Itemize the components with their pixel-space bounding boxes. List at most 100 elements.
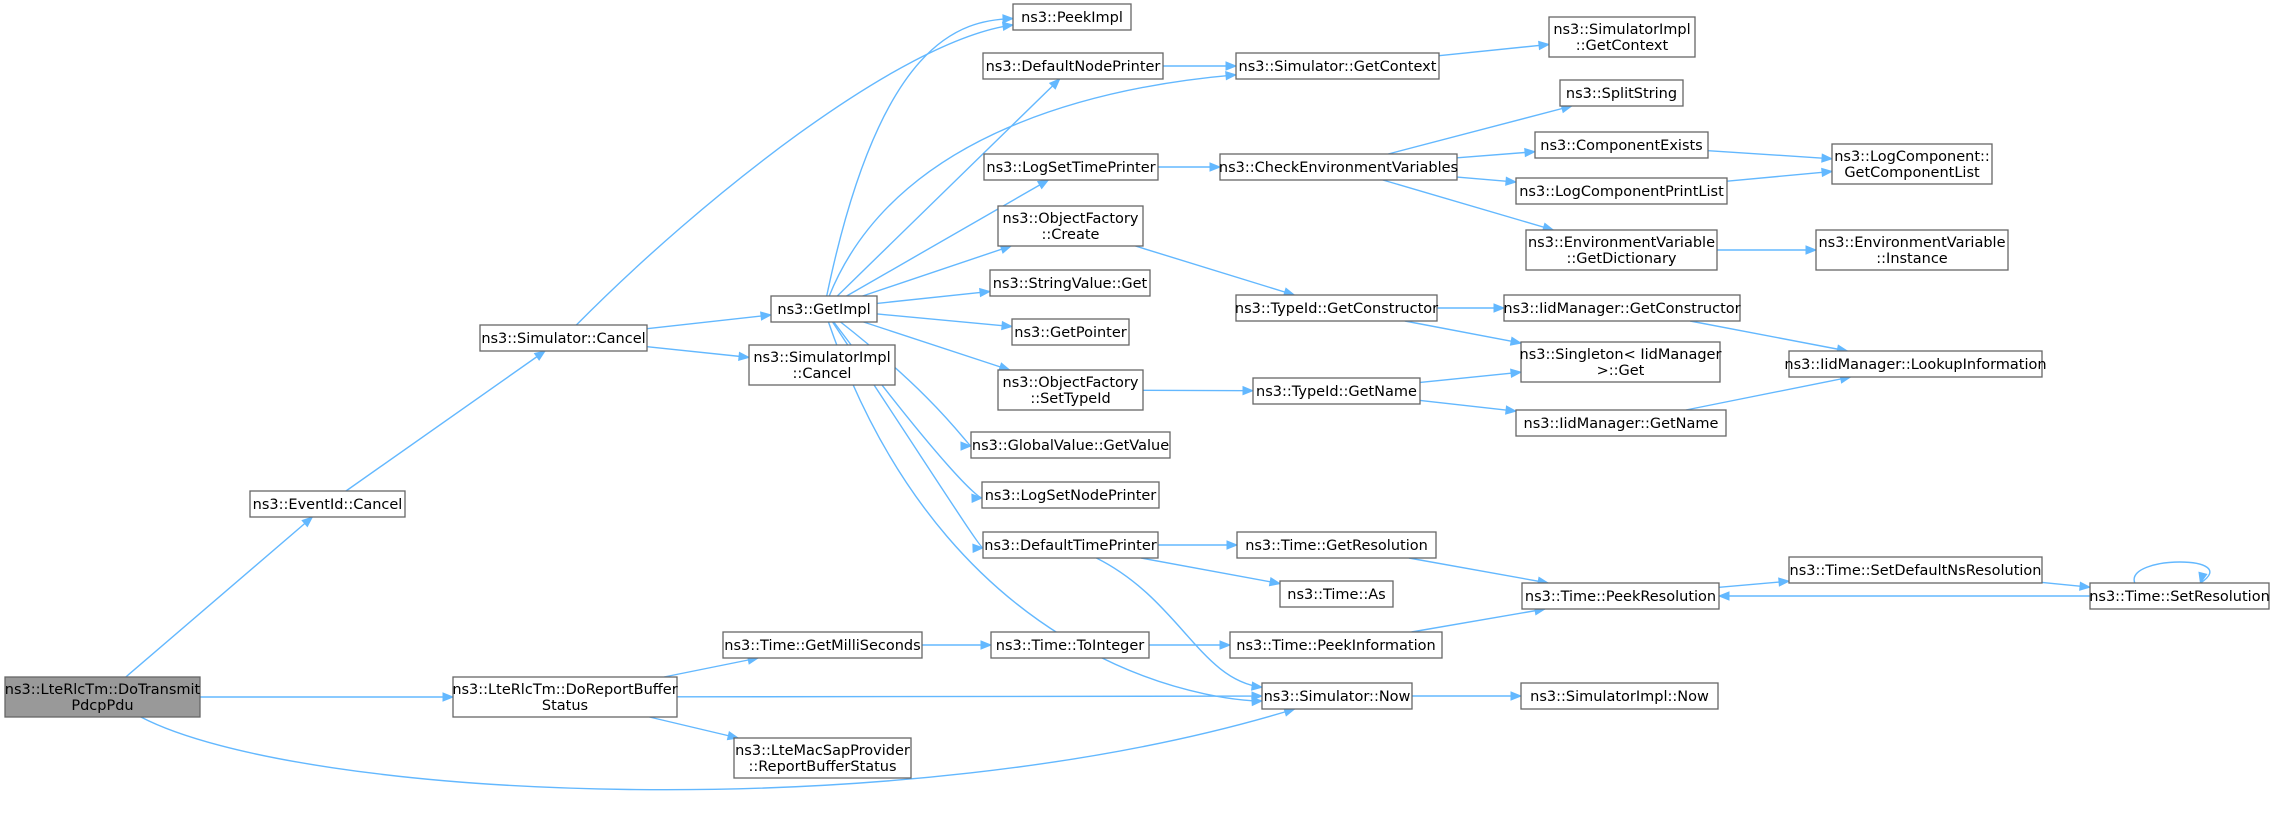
node-iidmgr_lookup[interactable]: ns3::IidManager::LookupInformation xyxy=(1784,350,2047,378)
node-envvar_getdict[interactable]: ns3::EnvironmentVariable::GetDictionary xyxy=(1525,229,1718,271)
node-checkenv[interactable]: ns3::CheckEnvironmentVariables xyxy=(1219,153,1458,181)
edge-line xyxy=(1140,557,1281,585)
edge-defnodeprinter-to-sim_getcontext xyxy=(1163,61,1238,71)
edge-time_getresolution-to-time_peekresolution xyxy=(1408,557,1550,586)
edge-logsettimeprinter-to-checkenv xyxy=(1158,162,1222,172)
node-label: ::GetDictionary xyxy=(1567,251,1677,267)
node-globalvalue_getvalue[interactable]: ns3::GlobalValue::GetValue xyxy=(970,431,1171,459)
node-iidmgr_getconstructor[interactable]: ns3::IidManager::GetConstructor xyxy=(1503,294,1741,322)
node-time_tointeger[interactable]: ns3::Time::ToInteger xyxy=(990,631,1150,659)
node-objfac_settypeid[interactable]: ns3::ObjectFactory::SetTypeId xyxy=(997,369,1144,411)
node-label: ns3::LogComponentPrintList xyxy=(1519,184,1724,200)
edge-sim_cancel-to-getimpl xyxy=(646,311,773,330)
node-time_getms[interactable]: ns3::Time::GetMilliSeconds xyxy=(722,631,923,659)
node-label: ::GetContext xyxy=(1576,38,1669,54)
edge-arrowhead xyxy=(533,350,547,361)
node-time_getresolution[interactable]: ns3::Time::GetResolution xyxy=(1236,531,1437,559)
node-box xyxy=(1229,631,1443,659)
node-time_peekinfo[interactable]: ns3::Time::PeekInformation xyxy=(1229,631,1443,659)
node-logcomponent_getlist[interactable]: ns3::LogComponent::GetComponentList xyxy=(1831,143,1993,185)
edge-line xyxy=(1404,320,1522,344)
node-label: >::Get xyxy=(1597,363,1645,379)
node-simimpl_getcontext[interactable]: ns3::SimulatorImpl::GetContext xyxy=(1548,16,1696,58)
edge-line xyxy=(1707,149,1833,160)
node-label: ns3::IidManager::GetName xyxy=(1524,416,1719,432)
node-label: ns3::Time::As xyxy=(1287,587,1385,603)
node-iidmgr_getname[interactable]: ns3::IidManager::GetName xyxy=(1515,409,1727,437)
edge-arrowhead xyxy=(1048,78,1061,90)
node-logsetnodeprinter[interactable]: ns3::LogSetNodePrinter xyxy=(981,481,1160,509)
node-sim_getcontext[interactable]: ns3::Simulator::GetContext xyxy=(1235,52,1440,80)
edge-arrowhead xyxy=(1505,405,1518,415)
node-label: ns3::Simulator::Cancel xyxy=(481,331,645,347)
edge-typeid_getname-to-singleton_get xyxy=(1419,368,1523,384)
node-time_as[interactable]: ns3::Time::As xyxy=(1279,580,1394,608)
node-getpointer[interactable]: ns3::GetPointer xyxy=(1011,318,1130,346)
node-lte_rbs[interactable]: ns3::LteMacSapProvider::ReportBufferStat… xyxy=(733,737,912,779)
node-label: PdcpPdu xyxy=(71,698,133,714)
edge-arrowhead xyxy=(1225,70,1238,81)
edge-checkenv-to-envvar_getdict xyxy=(1382,179,1555,232)
node-label: ns3::CheckEnvironmentVariables xyxy=(1219,160,1458,176)
node-simimpl_now[interactable]: ns3::SimulatorImpl::Now xyxy=(1520,682,1719,710)
edge-typeid_getconstructor-to-iidmgr_getconstructor xyxy=(1437,303,1506,313)
edge-arrowhead xyxy=(972,543,985,553)
edge-arrowhead xyxy=(1209,162,1222,172)
node-box xyxy=(1515,409,1727,437)
node-singleton_get[interactable]: ns3::Singleton< IidManager>::Get xyxy=(1520,341,1722,383)
node-typeid_getname[interactable]: ns3::TypeId::GetName xyxy=(1252,377,1421,405)
node-time_setresolution[interactable]: ns3::Time::SetResolution xyxy=(2089,582,2270,610)
node-label: ns3::Time::PeekInformation xyxy=(1236,638,1435,654)
edge-line xyxy=(828,74,1237,297)
node-stringvalue_get[interactable]: ns3::StringValue::Get xyxy=(989,269,1151,297)
edge-time_peekinfo-to-time_peekresolution xyxy=(1411,606,1547,633)
node-sim_cancel[interactable]: ns3::Simulator::Cancel xyxy=(479,324,648,352)
edge-getimpl-to-sim_getcontext xyxy=(828,70,1238,297)
edge-arrowhead xyxy=(1717,591,1730,601)
node-box xyxy=(997,205,1144,247)
edge-arrowhead xyxy=(738,351,751,361)
node-label: ns3::Simulator::Now xyxy=(1264,689,1411,705)
edge-typeid_getname-to-iidmgr_getname xyxy=(1419,399,1518,415)
node-simimpl_cancel[interactable]: ns3::SimulatorImpl::Cancel xyxy=(748,344,896,386)
edge-arrowhead xyxy=(1001,21,1015,31)
node-defnodeprinter[interactable]: ns3::DefaultNodePrinter xyxy=(982,52,1164,80)
node-splitstring[interactable]: ns3::SplitString xyxy=(1559,79,1684,107)
edge-arrowhead xyxy=(760,311,773,321)
node-label: Status xyxy=(542,698,588,714)
edge-line xyxy=(646,314,772,330)
node-sim_now[interactable]: ns3::Simulator::Now xyxy=(1261,682,1413,710)
edge-line xyxy=(1408,557,1549,584)
node-label: ns3::LteRlcTm::DoReportBuffer xyxy=(452,682,677,698)
edge-line xyxy=(1718,580,1790,589)
node-label: ns3::LteMacSapProvider xyxy=(735,743,910,759)
node-objfac_create[interactable]: ns3::ObjectFactory::Create xyxy=(997,205,1144,247)
edge-dorbs-to-lte_rbs xyxy=(649,716,740,741)
edge-line xyxy=(1388,105,1572,155)
node-label: ns3::Time::PeekResolution xyxy=(1525,589,1716,605)
node-typeid_getconstructor[interactable]: ns3::TypeId::GetConstructor xyxy=(1235,294,1438,322)
edge-arrowhead xyxy=(1805,245,1818,255)
node-peekimpl[interactable]: ns3::PeekImpl xyxy=(1012,3,1132,31)
node-box xyxy=(1521,582,1720,610)
node-eventid_cancel[interactable]: ns3::EventId::Cancel xyxy=(249,490,406,518)
edge-line xyxy=(1689,320,1848,352)
node-componentexists[interactable]: ns3::ComponentExists xyxy=(1534,131,1709,159)
edge-arrowhead xyxy=(1225,61,1238,71)
node-box xyxy=(1831,143,1993,185)
edge-line xyxy=(1096,557,1263,688)
node-time_setdefaultns[interactable]: ns3::Time::SetDefaultNsResolution xyxy=(1788,556,2043,584)
node-box xyxy=(990,631,1150,659)
node-time_peekresolution[interactable]: ns3::Time::PeekResolution xyxy=(1521,582,1720,610)
node-envvar_instance[interactable]: ns3::EnvironmentVariable::Instance xyxy=(1815,229,2009,271)
edge-arrowhead xyxy=(1510,691,1523,701)
node-getimpl[interactable]: ns3::GetImpl xyxy=(770,295,878,323)
node-logsettimeprinter[interactable]: ns3::LogSetTimePrinter xyxy=(983,153,1159,181)
node-box xyxy=(1011,318,1130,346)
edge-time_peekresolution-to-time_setdefaultns xyxy=(1718,577,1791,589)
node-logcomponentprintlist[interactable]: ns3::LogComponentPrintList xyxy=(1515,177,1728,205)
node-deftimeprinter[interactable]: ns3::DefaultTimePrinter xyxy=(982,531,1159,559)
edge-line xyxy=(836,78,1061,297)
